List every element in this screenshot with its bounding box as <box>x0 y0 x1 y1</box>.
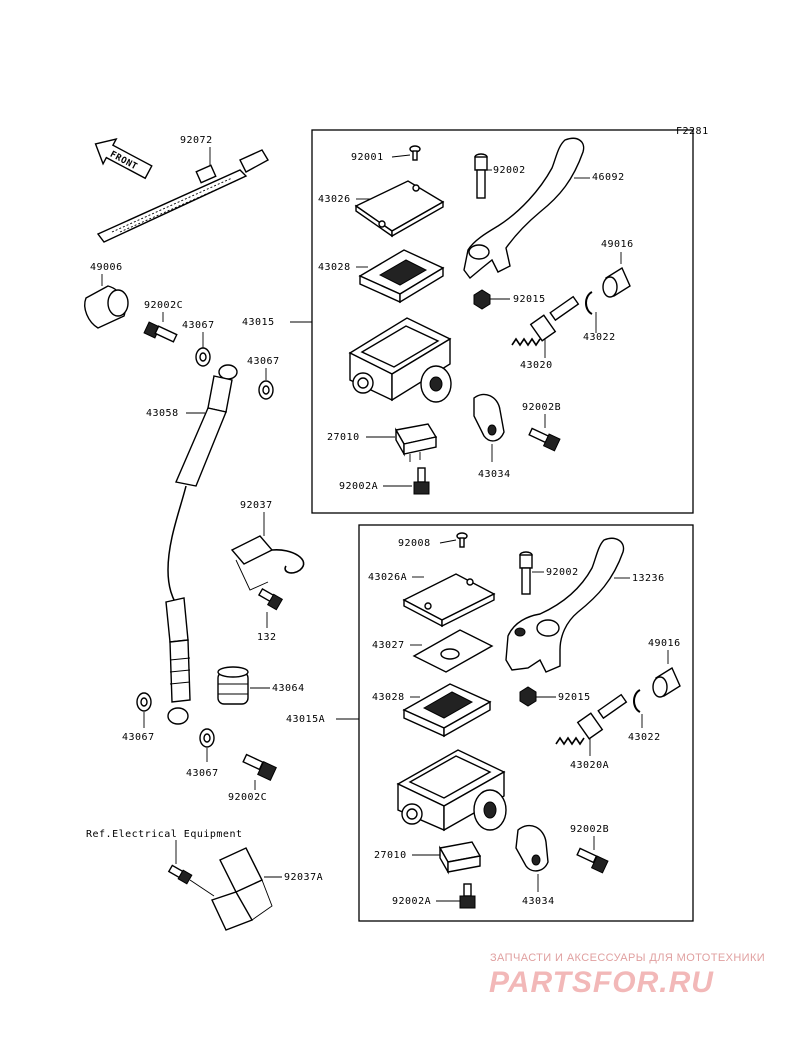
label-13236: 13236 <box>632 573 665 584</box>
label-43026: 43026 <box>318 194 351 205</box>
assembly-box-43015A <box>358 524 694 922</box>
nut-92015-bottom <box>519 686 537 707</box>
label-92002C-bot: 92002C <box>228 792 267 803</box>
ref-electrical-label: Ref.Electrical Equipment <box>86 829 243 840</box>
label-43034-bot: 43034 <box>522 896 555 907</box>
label-46092: 46092 <box>592 172 625 183</box>
label-92002-top: 92002 <box>493 165 526 176</box>
reservoir-cap-43026 <box>354 180 445 232</box>
master-cylinder-body-bottom <box>396 749 507 832</box>
label-43026A: 43026A <box>368 572 407 583</box>
bracket-92037A <box>167 847 273 931</box>
clamp-43034-top <box>473 393 505 442</box>
watermark-logo: PARTSFOR.RU <box>489 966 714 999</box>
banjo-bolt-92002C-top <box>143 321 178 343</box>
grommet-43064 <box>217 666 249 705</box>
label-132: 132 <box>257 632 277 643</box>
bolt-92002B-bottom <box>576 847 609 874</box>
label-27010-top: 27010 <box>327 432 360 443</box>
label-92002A-top: 92002A <box>339 481 378 492</box>
label-92002A-bot: 92002A <box>392 896 431 907</box>
label-92015-bot: 92015 <box>558 692 591 703</box>
label-43015: 43015 <box>242 317 275 328</box>
pivot-bolt-92002-bottom <box>519 551 533 595</box>
label-43028-top: 43028 <box>318 262 351 273</box>
circlip-43022-bottom <box>633 689 641 713</box>
label-43022-bot: 43022 <box>628 732 661 743</box>
boot-49006 <box>84 285 129 329</box>
label-43064: 43064 <box>272 683 305 694</box>
label-92037: 92037 <box>240 500 273 511</box>
label-43028-bot: 43028 <box>372 692 405 703</box>
brake-hose-43058 <box>165 364 238 725</box>
brake-lever-46092 <box>463 137 585 280</box>
diagram-code: F2281 <box>676 126 709 137</box>
label-92008: 92008 <box>398 538 431 549</box>
screw-92001 <box>409 145 421 161</box>
label-43067-b: 43067 <box>247 356 280 367</box>
front-arrow-icon: FRONT <box>94 138 153 180</box>
label-92002C-top: 92002C <box>144 300 183 311</box>
brake-switch-27010 <box>394 423 438 462</box>
clamp-43034-bottom <box>515 824 549 872</box>
diaphragm-43028-bottom <box>402 683 492 738</box>
label-92072: 92072 <box>180 135 213 146</box>
label-27010-bot: 27010 <box>374 850 407 861</box>
pivot-bolt-92002 <box>474 153 488 199</box>
label-43034-top: 43034 <box>478 469 511 480</box>
cable-tie-92072 <box>96 149 269 243</box>
label-92015-top: 92015 <box>513 294 546 305</box>
boot-49016-top <box>602 266 631 298</box>
label-43020: 43020 <box>520 360 553 371</box>
label-92002B-top: 92002B <box>522 402 561 413</box>
brake-lever-13236 <box>505 537 625 673</box>
bracket-92037 <box>230 535 305 591</box>
bolt-132 <box>257 587 284 611</box>
circlip-43022-top <box>585 291 593 315</box>
screw-92008 <box>456 532 468 548</box>
label-92037A: 92037A <box>284 872 323 883</box>
label-49016-bot: 49016 <box>648 638 681 649</box>
label-43020A: 43020A <box>570 760 609 771</box>
label-92001: 92001 <box>351 152 384 163</box>
label-43067-c: 43067 <box>122 732 155 743</box>
bolt-92002B-top <box>528 427 561 452</box>
label-92002-bot: 92002 <box>546 567 579 578</box>
diaphragm-43028 <box>358 249 445 304</box>
label-49016-top: 49016 <box>601 239 634 250</box>
label-43058: 43058 <box>146 408 179 419</box>
nut-92015-top <box>473 289 491 310</box>
bolt-92002A <box>413 467 430 495</box>
banjo-bolt-92002C-bottom <box>242 753 277 781</box>
brake-switch-27010-bottom <box>438 841 482 875</box>
piston-43020 <box>511 295 580 347</box>
master-cylinder-body-top <box>348 317 452 403</box>
watermark-tagline: ЗАПЧАСТИ И АКСЕССУАРЫ ДЛЯ МОТОТЕХНИКИ <box>490 952 766 964</box>
piston-43020A <box>555 693 628 746</box>
label-49006: 49006 <box>90 262 123 273</box>
label-43067-a: 43067 <box>182 320 215 331</box>
bolt-92002A-bottom <box>459 883 476 909</box>
label-43067-d: 43067 <box>186 768 219 779</box>
label-43027: 43027 <box>372 640 405 651</box>
label-92002B-bot: 92002B <box>570 824 609 835</box>
assembly-box-43015 <box>311 129 694 514</box>
label-43022-top: 43022 <box>583 332 616 343</box>
label-43015A: 43015A <box>286 714 325 725</box>
boot-49016-bottom <box>652 666 681 698</box>
